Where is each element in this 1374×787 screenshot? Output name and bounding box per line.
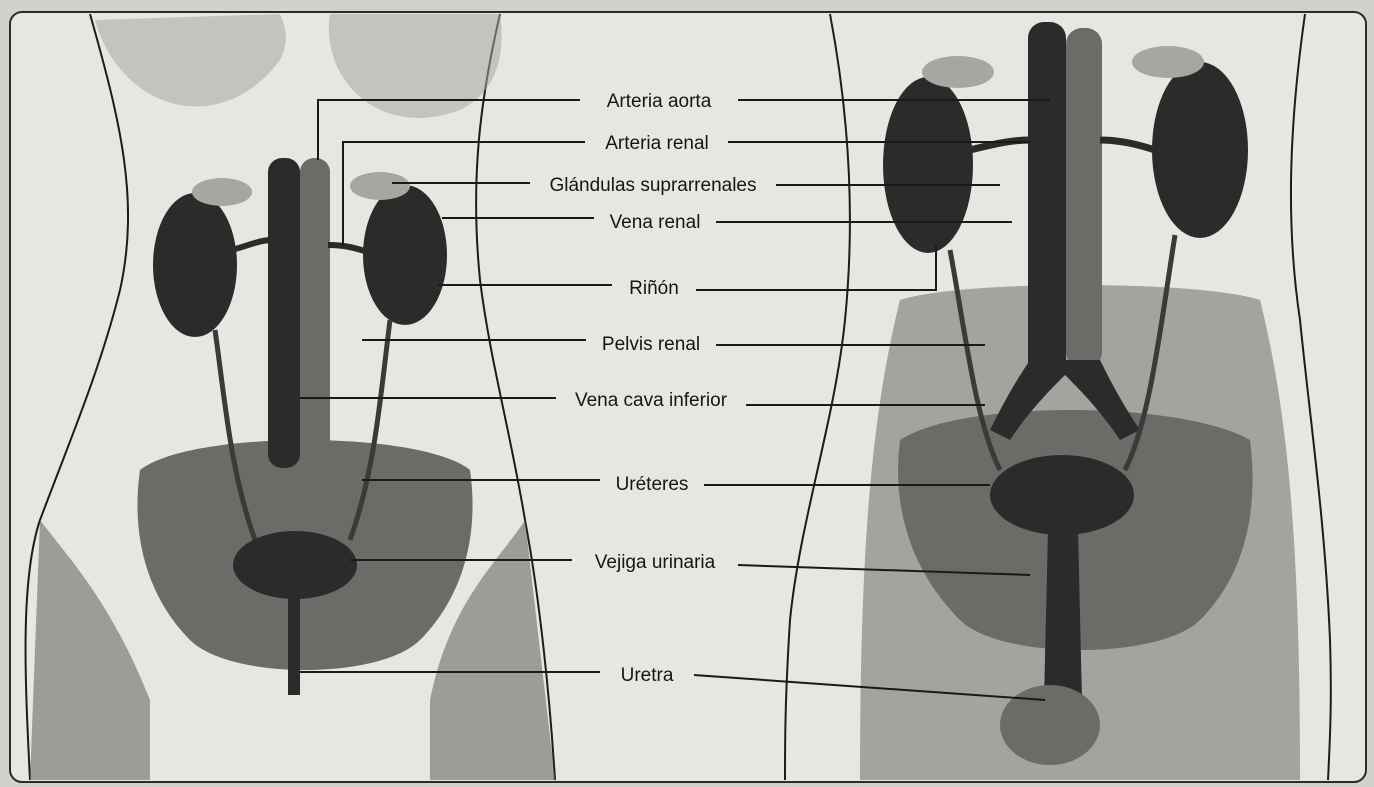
label-arteria-renal: Arteria renal — [605, 133, 709, 154]
male-bladder — [990, 455, 1134, 535]
female-vena-cava — [268, 158, 300, 468]
female-kidney-right — [363, 185, 447, 325]
label-vena-cava-inferior: Vena cava inferior — [575, 390, 728, 411]
label-glandulas-suprarrenales: Glándulas suprarrenales — [549, 175, 756, 196]
female-adrenal-right — [350, 172, 410, 200]
female-urethra — [288, 595, 300, 695]
female-kidney-left — [153, 193, 237, 337]
label-vena-renal: Vena renal — [610, 212, 701, 233]
male-adrenal-left — [922, 56, 994, 88]
label-arteria-aorta: Arteria aorta — [607, 91, 712, 112]
male-aorta — [1028, 22, 1066, 382]
label-uretra: Uretra — [621, 665, 674, 686]
label-ureteres: Uréteres — [616, 474, 689, 495]
label-pelvis-renal: Pelvis renal — [602, 334, 700, 355]
label-vejiga-urinaria: Vejiga urinaria — [595, 552, 716, 573]
female-bladder — [233, 531, 357, 599]
male-kidney-left — [883, 77, 973, 253]
label-rinon: Riñón — [629, 278, 679, 299]
female-aorta — [300, 158, 330, 458]
male-kidney-right — [1152, 62, 1248, 238]
male-vena-cava — [1066, 28, 1102, 368]
female-adrenal-left — [192, 178, 252, 206]
male-adrenal-right — [1132, 46, 1204, 78]
